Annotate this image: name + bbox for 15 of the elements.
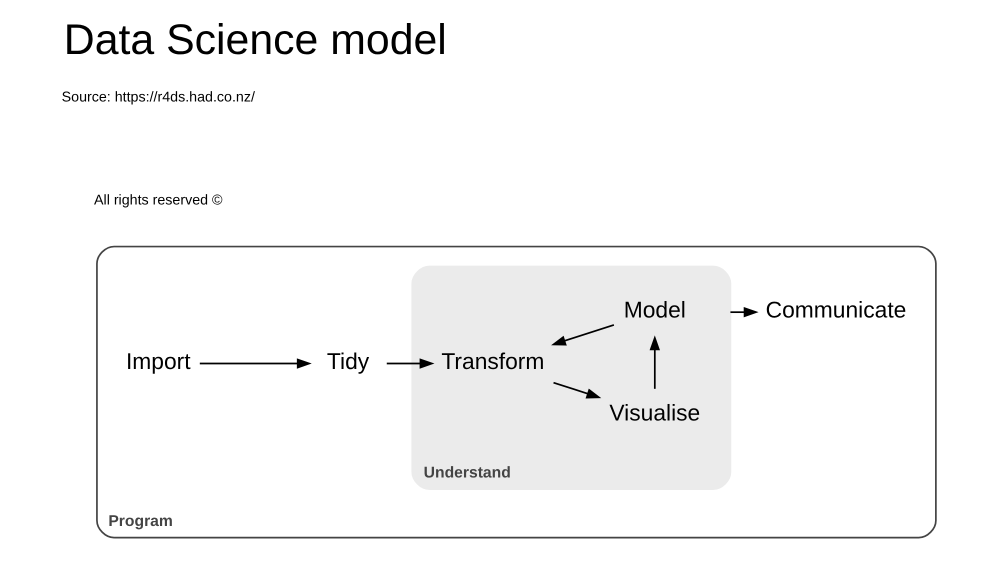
label: All rights reserved © (94, 192, 223, 208)
node-text: Model (624, 296, 686, 323)
arrow (650, 335, 660, 389)
node-text: Visualise (609, 399, 700, 426)
arrow (551, 324, 614, 346)
arrow (200, 358, 312, 369)
arrow (553, 382, 602, 398)
arrow (730, 306, 759, 318)
node-text: Transform (441, 348, 544, 374)
label: Source: https://r4ds.had.co.nz/ (62, 90, 255, 106)
diagram-title: Data Science model (64, 16, 447, 64)
arrow (386, 358, 434, 369)
node-text: Communicate (766, 296, 906, 323)
node-text: Tidy (326, 348, 370, 374)
node-text: Import (126, 348, 191, 374)
